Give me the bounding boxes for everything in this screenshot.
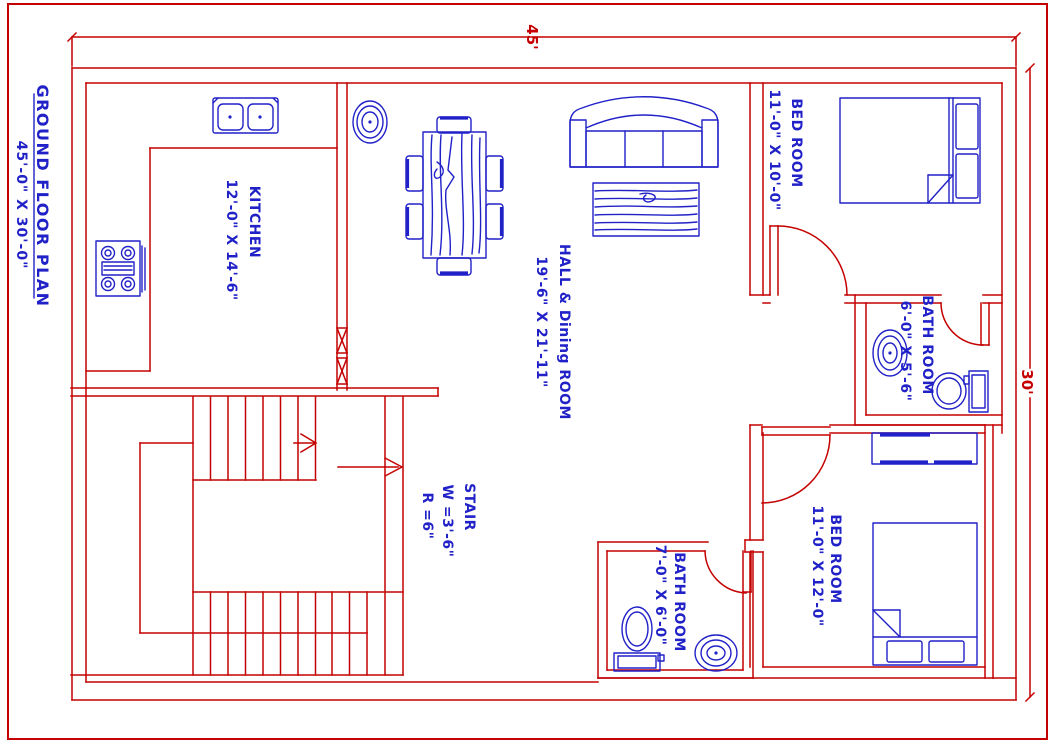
wardrobe	[871, 432, 978, 465]
stove	[95, 240, 146, 297]
stair-direction-arrow-2	[337, 456, 404, 478]
interior-walls	[744, 82, 1003, 679]
door-bedroom-2	[761, 426, 831, 504]
dimension-top: 45'	[66, 24, 1022, 67]
toilet-2	[613, 606, 665, 672]
page-border	[7, 3, 1048, 740]
bathroom-2-size-label: 7'-0" X 6'-0"	[652, 545, 668, 646]
dimension-right-label: 30'	[1018, 369, 1036, 394]
kitchen-label: KITCHEN	[246, 186, 262, 258]
toilet-1	[931, 370, 989, 413]
stair-direction-arrow-1	[293, 432, 318, 454]
kitchen-size-label: 12'-0" X 14'-6"	[223, 179, 239, 300]
bed-2	[872, 522, 978, 666]
bathroom-1-size-label: 6'-0" X 5'-6"	[897, 301, 913, 402]
bedroom-2-label: BED ROOM	[827, 514, 843, 603]
sofa	[569, 96, 719, 168]
stair-riser-label: R =6"	[419, 493, 435, 540]
dining-table	[422, 131, 487, 259]
coffee-table	[592, 182, 700, 237]
kitchen-sink	[212, 97, 279, 134]
bedroom-1-size-label: 11'-0" X 10'-0"	[766, 89, 782, 210]
plan-title-text: GROUND FLOOR PLAN	[33, 84, 52, 307]
dimension-right: 30'	[1018, 62, 1036, 703]
bathroom-1-label: BATH ROOM	[919, 295, 935, 395]
door-bedroom-1	[769, 225, 848, 296]
bedroom-2-size-label: 11'-0" X 12'-0"	[809, 505, 825, 626]
hall-label: HALL & Dining ROOM	[556, 244, 572, 420]
bedroom-1-label: BED ROOM	[788, 98, 804, 187]
bed-1	[839, 97, 981, 204]
bathroom-2-label: BATH ROOM	[671, 552, 687, 652]
dimension-top-label: 45'	[523, 24, 541, 49]
floor-plan-title: GROUND FLOOR PLAN 45'-0" X 30'-0"	[13, 84, 52, 307]
hall-size-label: 19'-6" X 21'-11"	[533, 256, 549, 388]
plan-title-size-text: 45'-0" X 30'-0"	[13, 141, 29, 270]
door-bathroom-2	[704, 550, 752, 594]
stairs	[70, 396, 404, 676]
wash-basin-1	[872, 329, 908, 377]
kitchen-walls	[70, 82, 439, 397]
exterior-walls	[71, 67, 1017, 701]
stair-width-label: W =3'-6"	[439, 485, 455, 558]
dining-chairs	[405, 116, 504, 276]
door-bathroom-1	[940, 302, 990, 346]
stair-label: STAIR	[461, 483, 477, 531]
wash-basin-2	[694, 634, 738, 672]
planter	[352, 100, 388, 144]
room-labels: KITCHEN 12'-0" X 14'-6" HALL & Dining RO…	[223, 89, 935, 651]
